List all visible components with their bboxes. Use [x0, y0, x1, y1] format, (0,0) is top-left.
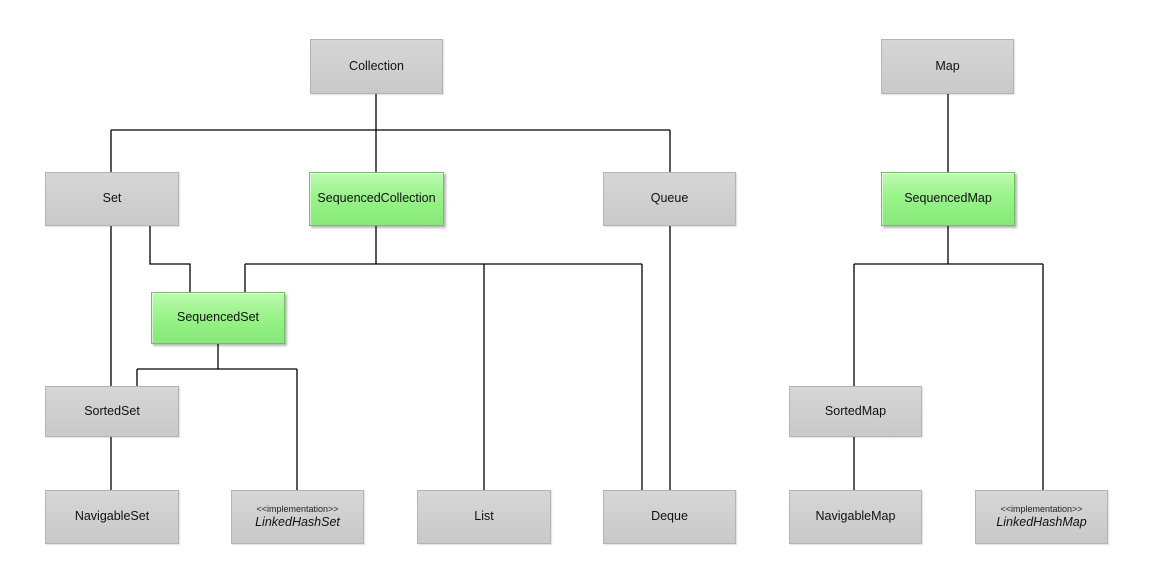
map-node: Map [881, 39, 1014, 94]
sequenced-map-node: SequencedMap [881, 172, 1015, 226]
sequenced-collection-node: SequencedCollection [309, 172, 444, 226]
navigable-set-label: NavigableSet [74, 509, 150, 524]
set-node: Set [45, 172, 179, 226]
set-label: Set [102, 191, 122, 206]
connector-seqset-children [136, 344, 298, 490]
collection-node: Collection [310, 39, 443, 94]
sorted-set-node: SortedSet [45, 386, 179, 437]
queue-node: Queue [603, 172, 736, 226]
list-node: List [417, 490, 551, 544]
sorted-set-label: SortedSet [84, 403, 140, 418]
deque-label: Deque [651, 509, 688, 524]
linked-hash-map-node: <<implementation>> LinkedHashMap [975, 490, 1108, 544]
sorted-map-label: SortedMap [824, 403, 887, 418]
queue-label: Queue [650, 191, 689, 206]
sorted-map-node: SortedMap [789, 386, 922, 437]
deque-node: Deque [603, 490, 736, 544]
linked-hash-set-node: <<implementation>> LinkedHashSet [231, 490, 364, 544]
linked-hash-map-stereotype: <<implementation>> [1000, 503, 1083, 514]
connector-collection-children [110, 94, 671, 172]
linked-hash-set-label: LinkedHashSet [255, 514, 340, 529]
linked-hash-map-label: LinkedHashMap [996, 514, 1087, 529]
sequenced-map-label: SequencedMap [904, 191, 992, 206]
sequenced-set-label: SequencedSet [176, 310, 259, 325]
linked-hash-set-stereotype: <<implementation>> [256, 503, 339, 514]
connector-seqmap-children [853, 226, 1044, 490]
navigable-map-node: NavigableMap [789, 490, 922, 544]
navigable-set-node: NavigableSet [45, 490, 179, 544]
connector-set-sequencedset [149, 226, 191, 292]
sequenced-collection-label: SequencedCollection [317, 191, 436, 206]
collection-label: Collection [349, 58, 404, 73]
map-label: Map [935, 58, 960, 73]
navigable-map-label: NavigableMap [815, 509, 896, 524]
sequenced-set-node: SequencedSet [151, 292, 285, 344]
list-label: List [474, 509, 494, 524]
connector-seqcollection-children [244, 226, 643, 490]
